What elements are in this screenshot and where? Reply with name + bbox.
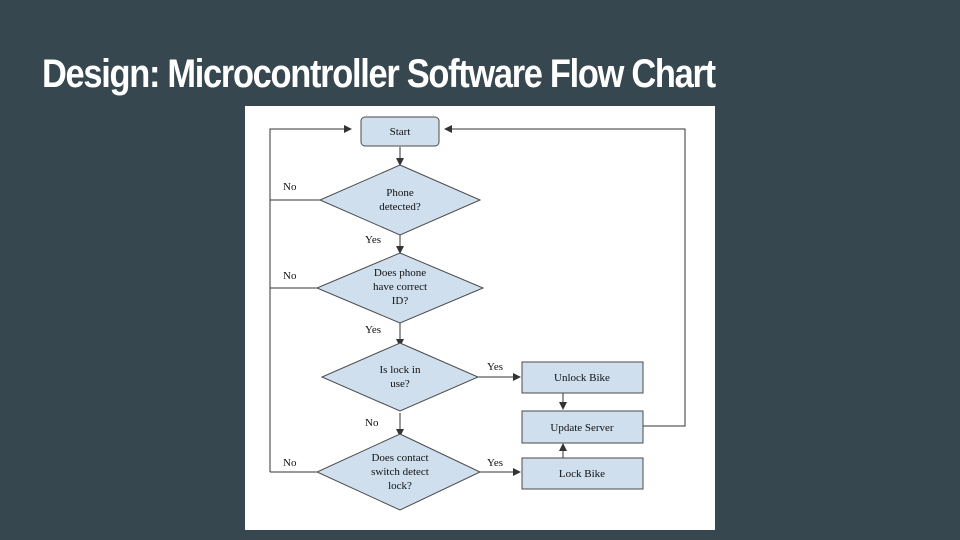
edge-label-no-contact: No <box>283 457 297 469</box>
correct-id-line-3: ID? <box>392 295 409 307</box>
flowchart-edges <box>269 125 686 476</box>
contact-switch-line-2: switch detect <box>371 466 429 478</box>
phone-detected-line-2: detected? <box>379 201 421 213</box>
edge-label-no-phone: No <box>283 181 297 193</box>
edge-label-yes-contact: Yes <box>487 457 503 469</box>
lock-bike-process: Lock Bike <box>521 457 644 490</box>
flowchart-diagram: Start Phone detected? Does phone have co… <box>245 106 715 530</box>
lock-in-use-decision: Is lock in use? <box>320 342 480 412</box>
edge-label-yes-phone: Yes <box>365 234 381 246</box>
start-node: Start <box>360 116 440 147</box>
lock-in-use-line-2: use? <box>390 378 410 390</box>
lock-bike-label: Lock Bike <box>559 468 605 480</box>
correct-id-line-1: Does phone <box>374 267 426 279</box>
flowchart-svg: Start Phone detected? Does phone have co… <box>269 116 686 511</box>
edge-label-no-id: No <box>283 270 297 282</box>
edge-phone-no-loop <box>269 125 352 201</box>
phone-detected-line-1: Phone <box>386 187 414 199</box>
edge-update-to-start <box>444 125 686 427</box>
slide-title: Design: Microcontroller Software Flow Ch… <box>42 52 716 96</box>
contact-switch-line-3: lock? <box>388 480 412 492</box>
correct-id-decision: Does phone have correct ID? <box>315 252 485 324</box>
lock-in-use-line-1: Is lock in <box>380 364 421 376</box>
start-label: Start <box>390 126 411 138</box>
contact-switch-line-1: Does contact <box>371 452 428 464</box>
phone-detected-decision: Phone detected? <box>318 164 482 236</box>
correct-id-line-2: have correct <box>373 281 427 293</box>
unlock-bike-label: Unlock Bike <box>554 372 610 384</box>
edge-label-yes-lock-in-use: Yes <box>487 361 503 373</box>
unlock-bike-process: Unlock Bike <box>521 361 644 394</box>
edge-label-no-lock-in-use: No <box>365 417 379 429</box>
update-server-process: Update Server <box>521 410 644 444</box>
update-server-label: Update Server <box>550 422 614 434</box>
contact-switch-decision: Does contact switch detect lock? <box>315 433 482 511</box>
edge-label-yes-id: Yes <box>365 324 381 336</box>
